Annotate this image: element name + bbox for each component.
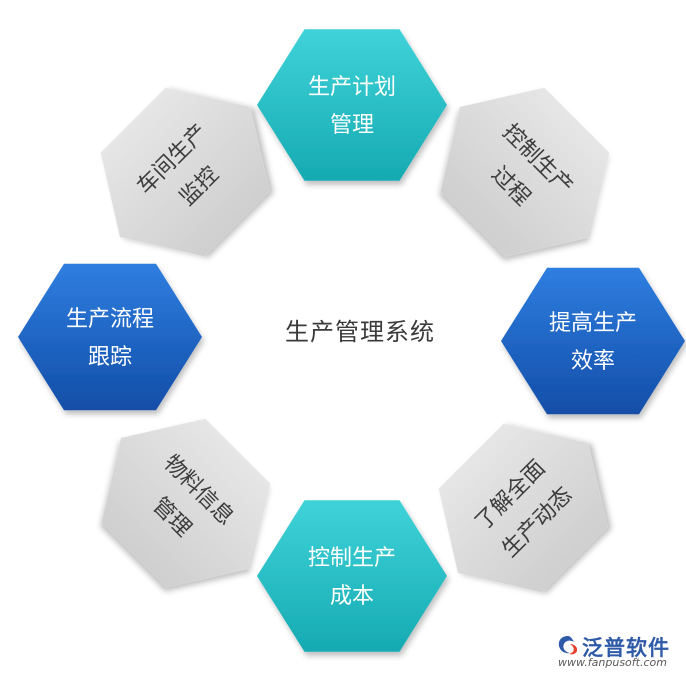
hex-shape-left bbox=[18, 263, 202, 411]
hex-label-left-line-1: 生产流程 bbox=[66, 307, 154, 332]
logo-name: 泛普软件 bbox=[582, 636, 670, 660]
hex-label-top-line-1: 生产计划 bbox=[308, 75, 396, 100]
hex-shape-right bbox=[501, 267, 685, 415]
hex-shape-top-left bbox=[100, 87, 270, 257]
hex-shape-top bbox=[257, 29, 447, 181]
hex-shape-bottom-left bbox=[101, 418, 271, 588]
brand-logo: 泛普软件 www.fanpusoft.com bbox=[556, 632, 682, 672]
logo-url: www.fanpusoft.com bbox=[558, 656, 667, 669]
hex-label-right-line-2: 效率 bbox=[571, 349, 615, 374]
hex-label-bottom-line-1: 控制生产 bbox=[308, 546, 396, 571]
center-title: 生产管理系统 bbox=[285, 318, 435, 346]
hex-label-left-line-2: 跟踪 bbox=[88, 345, 132, 370]
hex-label-top-line-2: 管理 bbox=[330, 113, 374, 138]
hex-shape-bottom-right bbox=[438, 423, 608, 593]
hex-label-right-line-1: 提高生产 bbox=[549, 311, 637, 336]
nodes-layer: 生产计划管理控制生产过程提高生产效率了解全面生产动态控制生产成本物料信息管理生产… bbox=[18, 29, 685, 652]
hex-label-bottom-line-2: 成本 bbox=[330, 584, 374, 609]
hex-shape-top-right bbox=[440, 87, 610, 257]
hex-shape-bottom bbox=[257, 500, 447, 652]
logo-mark-icon bbox=[558, 636, 578, 655]
